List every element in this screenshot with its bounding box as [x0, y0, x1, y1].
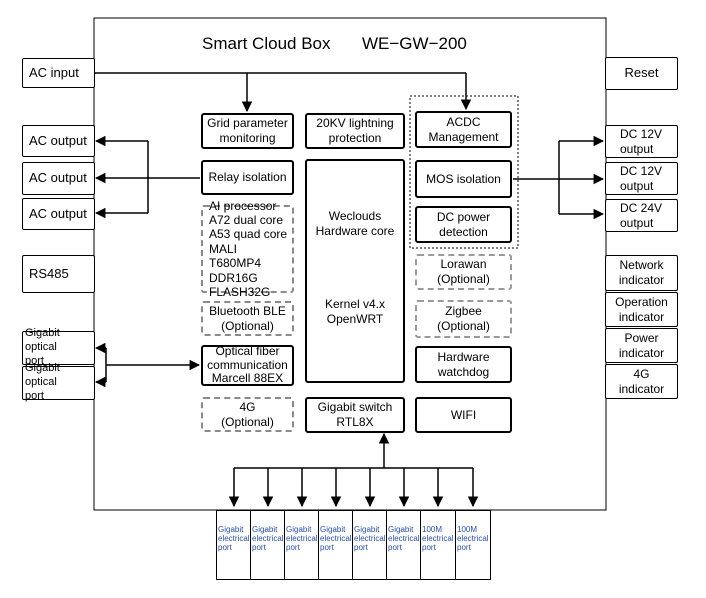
gigabit-optical-port-1: Gigabit optical port — [22, 327, 95, 367]
mos-isolation: MOS isolation — [415, 160, 512, 198]
lightning-protection: 20KV lightning protection — [305, 113, 405, 149]
dc-power-detection: DC power detection — [415, 206, 512, 243]
dc-12v-output-2: DC 12V output — [605, 162, 678, 195]
ac-output-box-1: AC output — [22, 125, 95, 157]
bottom-port-3: Gigabit electrical port — [284, 510, 319, 580]
acdc-management: ACDC Management — [415, 111, 512, 148]
network-indicator: Network indicator — [605, 255, 678, 291]
hardware-watchdog: Hardware watchdog — [415, 346, 512, 383]
device-model: WE−GW−200 — [362, 34, 467, 53]
bottom-port-1: Gigabit electrical port — [216, 510, 251, 580]
bottom-port-2: Gigabit electrical port — [250, 510, 285, 580]
ac-output-box-3: AC output — [22, 198, 95, 230]
device-name: Smart Cloud Box — [202, 34, 331, 53]
relay-isolation: Relay isolation — [201, 160, 294, 195]
dc-24v-output: DC 24V output — [605, 199, 678, 232]
wifi-module: WIFI — [415, 397, 512, 433]
hardware-core: Weclouds Hardware core Kernel v4.x OpenW… — [305, 159, 405, 383]
operation-indicator: Operation indicator — [605, 292, 678, 327]
bluetooth-ble-module: Bluetooth BLE (Optional) — [201, 301, 294, 336]
gigabit-optical-port-2: Gigabit optical port — [22, 362, 95, 402]
ai-processor: AI processor A72 dual core A53 quad core… — [201, 199, 294, 299]
gigabit-switch: Gigabit switch RTL8X — [305, 397, 405, 433]
4g-indicator: 4G indicator — [605, 364, 678, 399]
ac-output-box-2: AC output — [22, 162, 95, 195]
reset-box: Reset — [605, 57, 678, 90]
lorawan-module: Lorawan (Optional) — [415, 254, 512, 290]
4g-module: 4G (Optional) — [201, 397, 294, 432]
bottom-port-4: Gigabit electrical port — [318, 510, 353, 580]
hardware-core-title: Weclouds Hardware core — [315, 209, 395, 238]
optical-fiber-communication: Optical fiber communication Marcell 88EX — [201, 344, 294, 386]
bottom-port-6: Gigabit electrical port — [386, 510, 421, 580]
ac-input-box: AC input — [22, 58, 95, 88]
power-group-outline — [409, 95, 519, 249]
dc-12v-output-1: DC 12V output — [605, 125, 678, 158]
rs485-box: RS485 — [22, 255, 95, 293]
bottom-port-5: Gigabit electrical port — [352, 510, 387, 580]
zigbee-module: Zigbee (Optional) — [415, 300, 512, 338]
grid-parameter-monitoring: Grid parameter monitoring — [201, 113, 294, 149]
bottom-port-7: 100M electrical port — [420, 510, 456, 580]
bottom-port-8: 100M electrical port — [455, 510, 491, 580]
hardware-core-kernel: Kernel v4.x OpenWRT — [324, 297, 386, 326]
power-indicator: Power indicator — [605, 328, 678, 363]
